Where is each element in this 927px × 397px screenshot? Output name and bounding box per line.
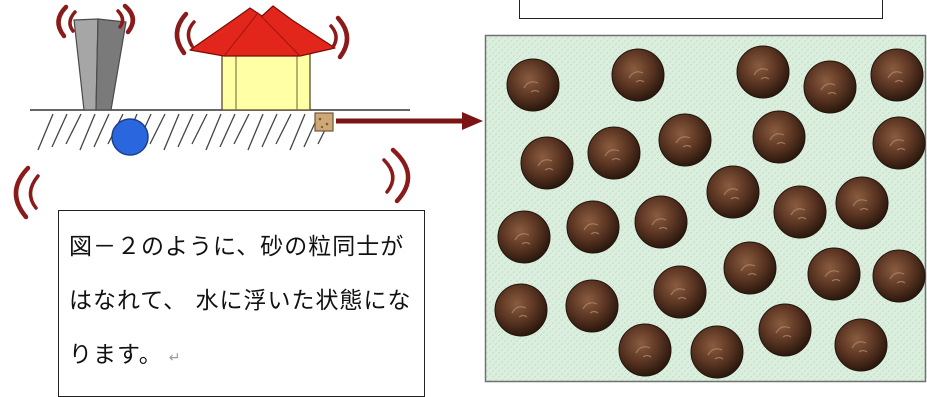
sand-grain <box>690 325 744 379</box>
vibration-wave-icon <box>174 11 189 56</box>
sand-grain <box>520 136 574 190</box>
sand-grain <box>872 116 926 170</box>
sand-sample-box <box>314 112 334 132</box>
house-vibration-waves <box>174 11 350 60</box>
sand-grain <box>506 58 560 112</box>
upper-text-box <box>519 0 883 19</box>
caption-box: 図－２のように、砂の粒同士が はなれて、 水に浮いた状態にな ります。 ↵ <box>58 210 425 397</box>
sand-grain <box>653 265 707 319</box>
sand-grain <box>758 303 812 357</box>
sand-grain <box>587 126 641 180</box>
sand-grain <box>736 45 790 99</box>
arrow-right-icon <box>336 112 483 130</box>
caption-line-text: ります。 <box>69 342 163 368</box>
sand-grain <box>497 210 551 264</box>
sand-grain <box>566 200 620 254</box>
vibration-wave-icon <box>56 4 69 39</box>
ground-vibration-waves <box>13 147 411 220</box>
ground-hatching <box>37 113 334 151</box>
sand-grains <box>494 45 926 379</box>
sand-grain <box>803 60 857 114</box>
caption-line: はなれて、 水に浮いた状態にな <box>69 288 412 314</box>
sand-grain <box>618 323 672 377</box>
vibration-wave-icon <box>28 174 40 210</box>
vibration-wave-icon <box>329 24 338 49</box>
sand-in-water-panel <box>484 34 927 383</box>
vibration-wave-icon <box>186 20 196 48</box>
underground-ball <box>111 118 149 156</box>
vibration-wave-icon <box>116 9 125 29</box>
sand-grain <box>658 113 712 167</box>
vibration-wave-icon <box>68 10 77 33</box>
sand-grain <box>773 185 827 239</box>
sand-grain <box>494 283 548 337</box>
ground <box>30 109 410 151</box>
sand-grain <box>872 249 926 303</box>
sand-grain <box>634 195 688 249</box>
sand-grain <box>870 48 924 102</box>
house-icon <box>189 5 336 111</box>
sand-grain <box>807 247 861 301</box>
sand-grain <box>611 48 665 102</box>
building-vibration-waves <box>56 3 135 39</box>
sand-grain <box>752 110 806 164</box>
vibration-wave-icon <box>390 147 411 204</box>
vibration-wave-icon <box>122 3 135 35</box>
tall-building-icon <box>73 18 127 111</box>
sand-grain <box>834 318 888 372</box>
sand-grain <box>706 165 760 219</box>
vibration-wave-icon <box>382 158 395 194</box>
sand-grain <box>723 241 777 295</box>
paragraph-mark-icon: ↵ <box>168 350 181 366</box>
vibration-wave-icon <box>13 165 31 220</box>
sand-grain <box>835 176 889 230</box>
sand-grain <box>565 279 619 333</box>
caption-line: 図－２のように、砂の粒同士が <box>69 234 405 260</box>
caption-line: ります。 ↵ <box>69 335 424 389</box>
vibration-wave-icon <box>335 15 350 60</box>
